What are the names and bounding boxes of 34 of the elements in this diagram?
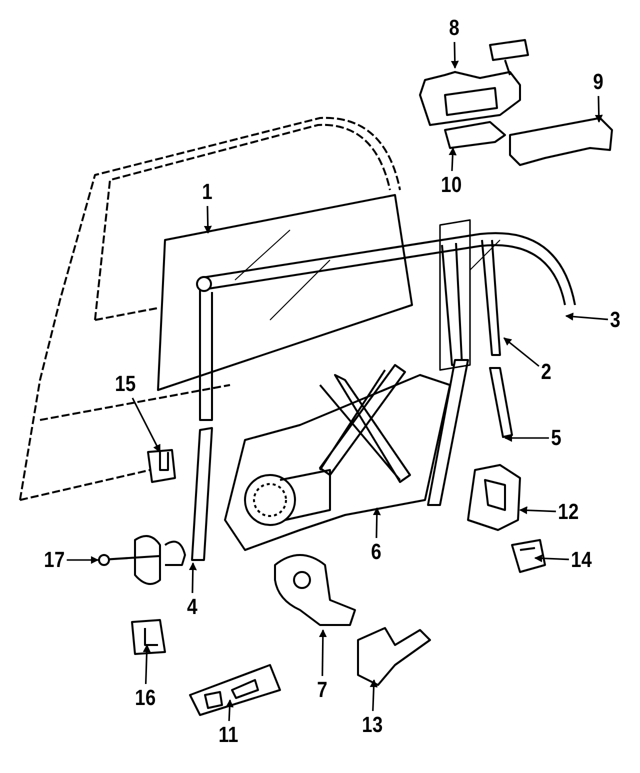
leader-line <box>503 337 540 367</box>
callout-number: 13 <box>362 713 383 737</box>
callout-number: 16 <box>134 686 156 710</box>
callout-number: 1 <box>202 180 212 204</box>
leader-line <box>132 398 161 453</box>
leader-line <box>504 434 549 442</box>
leader-line <box>66 556 99 564</box>
callout-number: 15 <box>114 372 136 396</box>
callout-number: 4 <box>186 595 198 619</box>
leader-line <box>594 96 603 123</box>
leader-line <box>448 147 457 172</box>
callout-number: 7 <box>316 678 328 702</box>
leader-line <box>370 679 378 712</box>
callout-number: 5 <box>550 426 562 450</box>
callout-number: 6 <box>370 540 382 564</box>
leader-line <box>519 506 556 514</box>
leader-line <box>372 507 381 538</box>
leader-line <box>188 562 197 594</box>
leader-line <box>226 699 234 722</box>
callout-number: 17 <box>44 548 65 572</box>
callout-number: 14 <box>570 548 592 572</box>
leader-line <box>142 644 151 684</box>
callout-number: 3 <box>610 308 620 332</box>
callout-number: 2 <box>540 360 552 384</box>
leader-line <box>318 629 327 676</box>
leader-line <box>534 554 569 562</box>
callout-number: 9 <box>592 70 604 94</box>
callout-number: 12 <box>558 500 579 524</box>
callout-number: 11 <box>218 723 238 747</box>
leader-line <box>450 42 459 69</box>
callout-number: 8 <box>448 16 460 40</box>
leader-line <box>565 312 608 321</box>
callout-number: 10 <box>440 173 462 197</box>
leader-line <box>204 206 212 234</box>
